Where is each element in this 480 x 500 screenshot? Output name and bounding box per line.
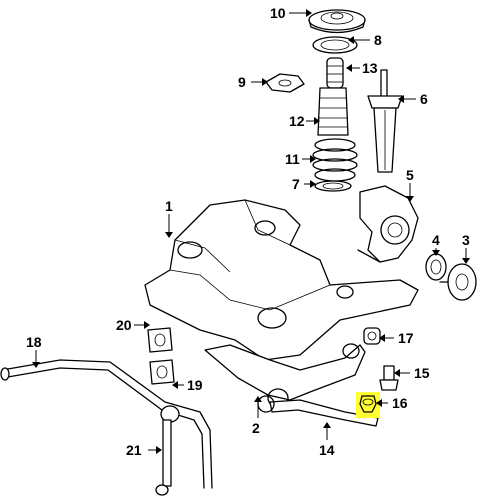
- callout-18: 18: [26, 334, 42, 350]
- callout-10: 10: [270, 5, 286, 21]
- part-5-steering-knuckle[interactable]: [357, 185, 419, 263]
- callout-15: 15: [414, 365, 430, 381]
- callout-12: 12: [289, 113, 305, 129]
- callout-3: 3: [462, 232, 470, 248]
- callout-2: 2: [252, 420, 260, 436]
- part-4-wheel-bearing[interactable]: [425, 253, 447, 281]
- callout-17: 17: [398, 330, 414, 346]
- part-13-bump-stop[interactable]: [326, 57, 344, 89]
- callout-7: 7: [292, 176, 300, 192]
- leader-lines: [32, 9, 470, 454]
- callout-5: 5: [406, 167, 414, 183]
- part-8-bearing-ring[interactable]: [312, 36, 358, 54]
- part-18-stabilizer-bar[interactable]: [0, 359, 213, 489]
- part-9-upper-mount[interactable]: [265, 73, 305, 93]
- callout-4: 4: [432, 232, 440, 248]
- part-15-ball-joint[interactable]: [379, 365, 399, 391]
- part-16-ball-joint-highlighted[interactable]: [356, 392, 380, 418]
- callout-19: 19: [187, 377, 203, 393]
- part-21-stabilizer-link[interactable]: [155, 405, 180, 496]
- part-19-bushing-clamp[interactable]: [149, 359, 175, 385]
- part-7-spring-pad[interactable]: [314, 180, 352, 192]
- callout-16: 16: [392, 395, 408, 411]
- callout-1: 1: [165, 198, 173, 214]
- callout-14: 14: [319, 442, 335, 458]
- part-20-stabilizer-bushing[interactable]: [147, 327, 173, 353]
- part-2-lower-control-arm[interactable]: [204, 343, 366, 408]
- part-6-strut[interactable]: [367, 69, 403, 173]
- part-10-strut-mount[interactable]: [308, 9, 366, 34]
- callout-labels: 10 8 13 9 6 12 11 7 5 1 4 3 20 17 18 15 …: [26, 5, 470, 458]
- callout-8: 8: [374, 32, 382, 48]
- part-17-bushing[interactable]: [363, 327, 381, 345]
- callout-21: 21: [126, 442, 142, 458]
- callout-9: 9: [238, 74, 246, 90]
- callout-20: 20: [116, 317, 132, 333]
- part-12-dust-boot[interactable]: [317, 87, 349, 136]
- callout-11: 11: [285, 151, 300, 167]
- part-1-subframe[interactable]: [144, 199, 419, 361]
- part-3-wheel-hub[interactable]: [439, 263, 477, 301]
- part-11-coil-spring[interactable]: [312, 138, 358, 182]
- callout-13: 13: [362, 60, 378, 76]
- callout-6: 6: [420, 91, 428, 107]
